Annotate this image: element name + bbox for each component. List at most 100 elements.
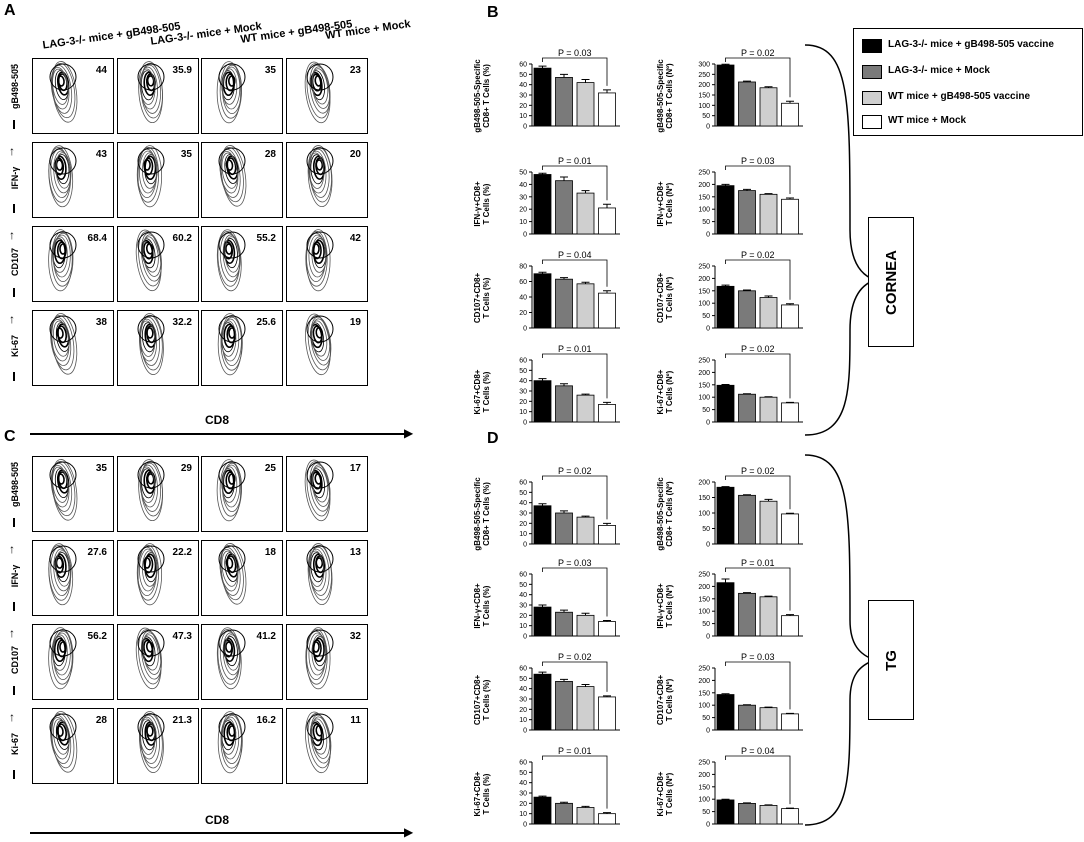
flow-plot: 35 xyxy=(117,142,199,218)
y-tick-label: 50 xyxy=(702,407,710,414)
y-tick-label: 10 xyxy=(519,113,527,120)
y-tick-label: 20 xyxy=(519,521,527,528)
y-tick-label: 20 xyxy=(519,103,527,110)
y-tick-label: 0 xyxy=(706,542,710,549)
y-axis-label: CD107+CD8+T Cells (%) xyxy=(473,675,491,726)
gate-percentage: 22.2 xyxy=(172,547,192,558)
significance-bracket xyxy=(725,661,791,710)
bar xyxy=(576,807,595,825)
y-axis-label-line: CD107+CD8+ xyxy=(656,273,665,324)
flow-plot: 42 xyxy=(286,226,368,302)
y-tick-label: 100 xyxy=(698,703,710,710)
up-arrow-icon: ↑ xyxy=(9,60,15,74)
flow-plot-graphic xyxy=(305,229,334,292)
gate-circle xyxy=(49,545,77,573)
bar xyxy=(716,285,735,329)
y-tick-label: 40 xyxy=(519,780,527,787)
p-value: P = 0.03 xyxy=(558,558,592,568)
flow-plot: 22.2 xyxy=(117,540,199,616)
error-bar xyxy=(764,86,773,88)
cd8-arrow-a: ▶ xyxy=(404,426,414,440)
y-axis-label-line: T Cells (%) xyxy=(482,679,491,720)
y-tick-label: 0 xyxy=(706,420,710,427)
y-tick-label: 0 xyxy=(706,822,710,829)
y-axis-label-line: T Cells (%) xyxy=(482,585,491,626)
bar xyxy=(759,707,778,731)
p-value: P = 0.03 xyxy=(741,156,775,166)
flow-row-label: CD107 xyxy=(10,248,20,277)
y-tick-label: 250 xyxy=(698,264,710,271)
gate-percentage: 13 xyxy=(349,547,361,558)
y-tick-label: 50 xyxy=(702,219,710,226)
flow-plot: 25 xyxy=(201,456,283,532)
y-tick-label: 40 xyxy=(519,592,527,599)
y-tick-label: 40 xyxy=(519,378,527,385)
bar xyxy=(738,704,756,731)
y-tick-label: 0 xyxy=(523,326,527,333)
error-bar xyxy=(560,383,568,386)
bar xyxy=(738,190,756,235)
gate-percentage: 32 xyxy=(349,631,361,642)
axis-tick xyxy=(13,602,15,611)
contour-plot xyxy=(305,711,332,774)
error-bar xyxy=(560,176,568,181)
flow-plot: 41.2 xyxy=(201,624,283,700)
legend: LAG-3-/- mice + gB498-505 vaccine LAG-3-… xyxy=(853,28,1083,136)
bar xyxy=(781,615,799,637)
y-axis-label: Ki-67+CD8+T Cells (%) xyxy=(473,369,491,414)
contour-plot xyxy=(48,229,74,292)
gate-circle xyxy=(306,629,334,657)
contour-plot xyxy=(219,543,247,605)
flow-plot: 29 xyxy=(117,456,199,532)
y-tick-label: 60 xyxy=(519,358,527,365)
y-tick-label: 50 xyxy=(702,715,710,722)
bar xyxy=(738,592,756,637)
p-value: P = 0.02 xyxy=(741,344,775,354)
y-tick-label: 200 xyxy=(698,182,710,189)
p-value: P = 0.03 xyxy=(558,48,592,58)
contour-plot xyxy=(50,61,78,123)
bar xyxy=(555,385,573,423)
flow-plot-graphic xyxy=(137,711,165,773)
y-tick-label: 50 xyxy=(702,621,710,628)
significance-bracket xyxy=(725,353,791,399)
flow-plot-graphic xyxy=(49,459,78,521)
gate-circle xyxy=(137,713,165,741)
p-value: P = 0.02 xyxy=(741,250,775,260)
y-tick-label: 50 xyxy=(519,170,527,177)
bar xyxy=(555,180,573,235)
y-tick-label: 40 xyxy=(519,295,527,302)
error-bar xyxy=(538,604,547,608)
y-axis-label-line: T Cells (Nº) xyxy=(665,276,674,319)
up-arrow-icon: ↑ xyxy=(9,144,15,158)
error-bar xyxy=(743,80,751,82)
gate-circle xyxy=(218,629,246,657)
contour-plot xyxy=(217,313,243,376)
up-arrow-icon: ↑ xyxy=(9,228,15,242)
y-axis-label: IFN-γ+CD8+T Cells (Nº) xyxy=(656,181,674,227)
gate-circle xyxy=(218,63,246,91)
y-tick-label: 60 xyxy=(519,666,527,673)
contour-plot xyxy=(305,229,331,292)
y-tick-label: 200 xyxy=(698,480,710,487)
flow-plot-graphic xyxy=(217,711,246,774)
y-tick-label: 30 xyxy=(519,603,527,610)
contour-plot xyxy=(305,627,331,690)
y-axis-label-line: IFN-γ+CD8+ xyxy=(473,181,482,227)
tissue-label-cornea: CORNEA xyxy=(868,217,914,347)
y-tick-label: 40 xyxy=(519,82,527,89)
flow-plot: 19 xyxy=(286,310,368,386)
gate-circle xyxy=(306,713,334,741)
legend-swatch-4 xyxy=(862,115,882,129)
y-tick-label: 40 xyxy=(519,182,527,189)
bar xyxy=(716,64,735,127)
bar xyxy=(759,500,778,545)
cd8-axis-line-c xyxy=(30,832,410,834)
flow-row-label: Ki-67 xyxy=(10,335,20,358)
bar xyxy=(781,402,799,423)
bar xyxy=(781,808,799,825)
